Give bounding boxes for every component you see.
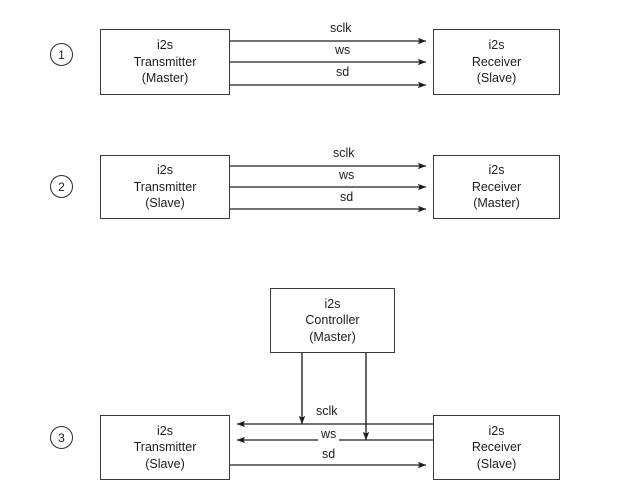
config-3-label-sd: sd [319,447,339,461]
config-2-receiver-node: i2s Receiver (Master) [433,155,560,219]
node-line-2: Transmitter [133,440,197,455]
node-line-3: (Slave) [476,71,517,86]
config-3-transmitter-node: i2s Transmitter (Slave) [100,415,230,480]
config-1-label-sd: sd [333,65,353,79]
config-2-label-ws: ws [336,168,358,182]
node-line-3: (Slave) [145,456,185,471]
config-2-wires [230,162,427,213]
node-line-1: i2s [488,38,505,53]
config-1-label-sclk: sclk [327,21,355,35]
node-line-3: (Master) [141,71,189,86]
node-line-2: Controller [305,313,360,328]
config-3-label-ws: ws [318,427,340,441]
config-3-controller-node: i2s Controller (Master) [270,288,395,353]
node-line-1: i2s [157,423,173,438]
node-line-1: i2s [488,163,505,178]
node-line-2: Receiver [471,179,522,194]
config-3-label-sclk: sclk [313,404,341,418]
node-line-1: i2s [488,423,505,438]
config-1-step-badge: 1 [50,43,73,66]
config-2-label-sclk: sclk [330,146,358,160]
node-line-3: (Master) [309,329,356,344]
config-2-label-sd: sd [337,190,357,204]
config-2-step-badge: 2 [50,175,73,198]
config-3-step-badge: 3 [50,426,73,449]
node-line-2: Transmitter [133,54,197,69]
config-2-transmitter-node: i2s Transmitter (Slave) [100,155,230,219]
config-3-receiver-node: i2s Receiver (Slave) [433,415,560,480]
node-line-3: (Slave) [145,196,185,211]
node-line-1: i2s [324,296,341,311]
config-1-transmitter-node: i2s Transmitter (Master) [100,29,230,95]
config-1-label-ws: ws [332,43,354,57]
config-1-wires [230,37,427,89]
config-1-receiver-node: i2s Receiver (Slave) [433,29,560,95]
node-line-1: i2s [157,38,173,53]
node-line-3: (Slave) [476,456,517,471]
node-line-2: Receiver [471,54,522,69]
node-line-2: Receiver [471,440,522,455]
node-line-2: Transmitter [133,179,197,194]
node-line-3: (Master) [473,196,520,211]
node-line-1: i2s [157,163,173,178]
